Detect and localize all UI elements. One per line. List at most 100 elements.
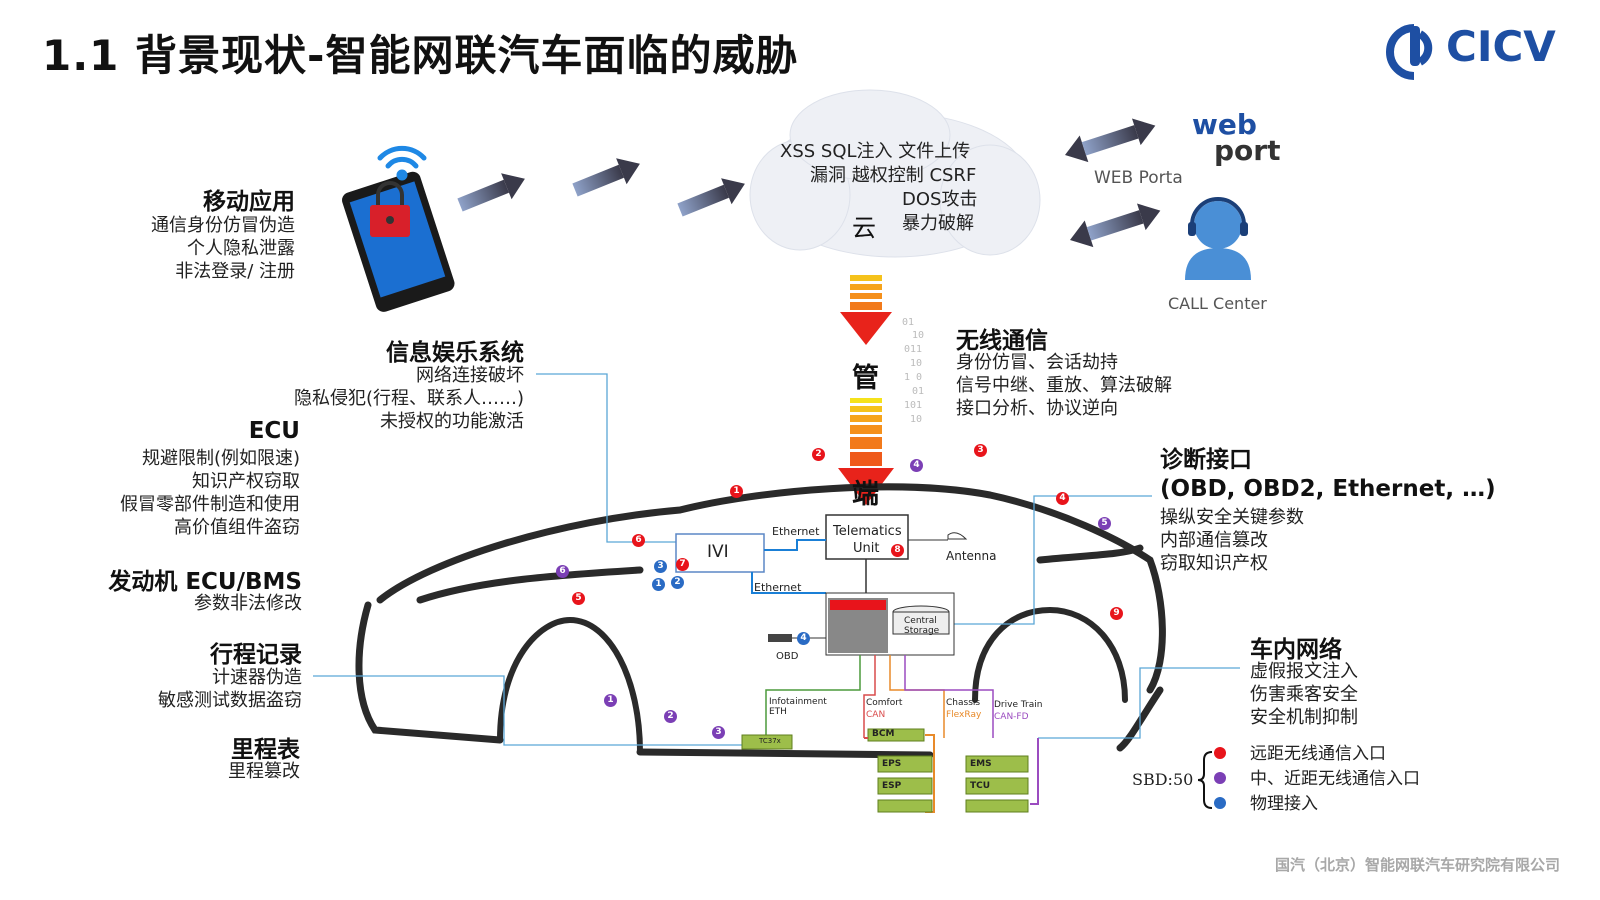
pipe-arrow: [838, 275, 894, 505]
svg-text:01: 01: [912, 386, 924, 397]
threat-marker: 3: [712, 726, 725, 739]
mobile-heading: 移动应用: [203, 189, 295, 215]
svg-text:1 0: 1 0: [904, 372, 922, 383]
end-label: 端: [852, 479, 879, 510]
ecu-item-1: 规避限制(例如限速): [141, 448, 300, 469]
threat-marker: 8: [891, 544, 904, 557]
wireless-item-3: 接口分析、协议逆向: [956, 398, 1118, 419]
threat-marker: 5: [1098, 517, 1111, 530]
engine-heading: 发动机 ECU/BMS: [108, 569, 302, 595]
bus-infotainment-line-1: Infotainment: [769, 697, 827, 707]
threat-marker: 1: [730, 485, 743, 498]
ethernet-label-1: Ethernet: [772, 525, 820, 538]
wifi-icon: [377, 145, 427, 181]
legend-dot-purple: [1214, 772, 1226, 784]
web-portal-label: WEB Porta: [1094, 168, 1183, 188]
page-title: 1.1 背景现状-智能网联汽车面临的威胁: [42, 31, 799, 80]
mobile-item-3: 非法登录/ 注册: [175, 261, 295, 282]
svg-text:10: 10: [910, 414, 922, 425]
legend-dot-blue: [1214, 797, 1226, 809]
ecu-item-4: 高价值组件盗窃: [174, 517, 300, 538]
threat-marker: 2: [812, 448, 825, 461]
svg-text:101: 101: [904, 400, 922, 411]
antenna-label: Antenna: [946, 549, 997, 563]
diagnostic-subheading: (OBD, OBD2, Ethernet, …): [1160, 476, 1496, 502]
bus-chassis-line-2: FlexRay: [946, 710, 982, 720]
telematics-line-1: Telematics: [833, 524, 902, 539]
tcu-label: TCU: [970, 781, 991, 791]
bus-comfort-line-1: Comfort: [866, 698, 903, 708]
threat-marker: 2: [664, 710, 677, 723]
arrow-mobile-cloud: [457, 158, 745, 217]
pipe-label: 管: [852, 363, 879, 394]
mobile-phone-icon: [342, 171, 455, 312]
threat-marker: 7: [676, 558, 689, 571]
logo-text: CICV: [1446, 22, 1556, 71]
diagnostic-item-3: 窃取知识产权: [1160, 553, 1268, 574]
ecu-heading: ECU: [248, 418, 300, 444]
svg-text:01: 01: [902, 317, 914, 328]
cloud-shape: [749, 89, 1041, 258]
infotainment-heading: 信息娱乐系统: [386, 340, 524, 366]
telematics-line-2: Unit: [853, 541, 880, 556]
ecu-item-2: 知识产权窃取: [192, 471, 300, 492]
bus-comfort-label: Comfort CAN: [866, 697, 902, 721]
legend-label-2: 中、近距无线通信入口: [1250, 769, 1420, 789]
legend-dot-red: [1214, 747, 1226, 759]
infotainment-item-2: 隐私侵犯(行程、联系人……): [293, 388, 524, 409]
trip-item-1: 计速器伪造: [212, 667, 302, 688]
threat-marker: 6: [632, 534, 645, 547]
diagnostic-item-2: 内部通信篡改: [1160, 530, 1268, 551]
central-storage-label: Central Storage: [904, 616, 939, 636]
ethernet-label-2: Ethernet: [754, 581, 802, 594]
cloud-threat-line-3: DOS攻击: [902, 189, 978, 210]
svg-text:10: 10: [910, 358, 922, 369]
footer-company: 国汽（北京）智能网联汽车研究院有限公司: [1274, 856, 1560, 874]
cloud-label: 云: [852, 214, 876, 242]
threat-marker: 1: [652, 578, 665, 591]
bus-drivetrain-line-2: CAN-FD: [994, 712, 1029, 722]
in-vehicle-heading: 车内网络: [1250, 637, 1342, 663]
threat-marker: 6: [556, 565, 569, 578]
diagnostic-heading: 诊断接口: [1160, 447, 1252, 473]
threat-marker: 9: [1110, 607, 1123, 620]
eps-label: EPS: [882, 759, 902, 769]
telematics-label: Telematics Unit: [833, 523, 902, 557]
threat-marker: 1: [604, 694, 617, 707]
threat-marker: 4: [1056, 492, 1069, 505]
ems-label: EMS: [970, 759, 992, 769]
cloud-threat-line-2: 漏洞 越权控制 CSRF: [810, 165, 977, 186]
engine-item-1: 参数非法修改: [194, 593, 302, 614]
infotainment-item-3: 未授权的功能激活: [380, 411, 524, 432]
svg-text:10: 10: [912, 330, 924, 341]
bus-infotainment-line-2: ETH: [769, 707, 787, 717]
in-vehicle-item-3: 安全机制抑制: [1250, 707, 1358, 728]
diagnostic-item-1: 操纵安全关键参数: [1160, 507, 1304, 528]
bus-chassis-label: Chassis FlexRay: [946, 697, 981, 721]
webport-logo-line1: web: [1192, 108, 1257, 141]
arrow-cloud-web: [1065, 118, 1161, 248]
cloud-threat-line-1: XSS SQL注入 文件上传: [780, 141, 971, 162]
mobile-item-2: 个人隐私泄露: [187, 238, 295, 259]
central-storage-line-1: Central: [904, 616, 937, 626]
threat-marker: 3: [974, 444, 987, 457]
trip-heading: 行程记录: [210, 642, 302, 668]
bus-drivetrain-label: Drive Train CAN-FD: [994, 699, 1042, 723]
legend-label-1: 远距无线通信入口: [1250, 744, 1386, 764]
ecu-architecture: [675, 514, 1039, 813]
legend-prefix: SBD:50: [1132, 770, 1194, 789]
webport-logo-line2: port: [1214, 134, 1281, 167]
bus-infotainment-label: Infotainment ETH: [769, 697, 827, 717]
legend-brace: [1197, 751, 1213, 809]
wireless-heading: 无线通信: [956, 328, 1048, 354]
threat-marker: 2: [671, 576, 684, 589]
bus-chassis-line-1: Chassis: [946, 698, 981, 708]
infotainment-item-1: 网络连接破坏: [416, 365, 524, 386]
odometer-item-1: 里程篡改: [228, 761, 300, 782]
esp-label: ESP: [882, 781, 902, 791]
call-center-label: CALL Center: [1168, 294, 1267, 313]
in-vehicle-item-1: 虚假报文注入: [1250, 661, 1358, 682]
cicv-logo-icon: [1386, 24, 1433, 80]
